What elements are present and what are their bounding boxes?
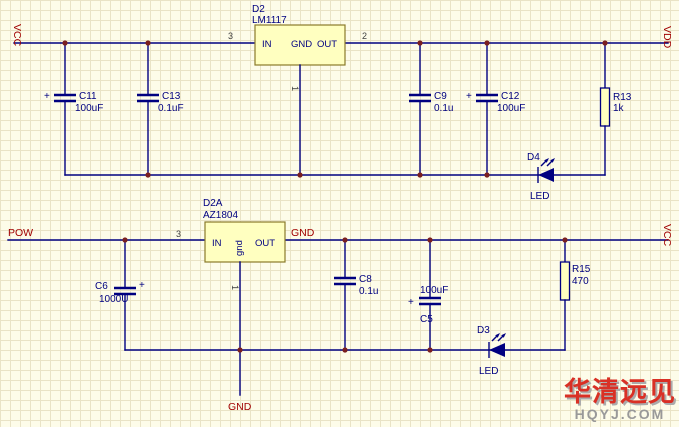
cap-ref: C5 xyxy=(420,314,433,325)
pin-name-in: IN xyxy=(262,39,272,50)
led-symbol[interactable] xyxy=(537,157,556,184)
part-ref: D2A xyxy=(203,198,223,209)
pin-name-gnd: GND xyxy=(291,39,312,50)
pin-number-3: 3 xyxy=(176,229,181,239)
pin-name-in: IN xyxy=(212,238,222,249)
led-d4[interactable]: D4 LED xyxy=(527,152,556,202)
part-name: LM1117 xyxy=(252,15,287,26)
resistor-r13[interactable]: R13 1k xyxy=(599,42,632,176)
power-port-vdd[interactable]: VDD xyxy=(661,26,673,49)
part-body[interactable] xyxy=(204,221,286,263)
cap-c13[interactable]: C13 0.1uF xyxy=(137,42,184,176)
pin-number-3: 3 xyxy=(228,31,233,41)
cap-ref: C8 xyxy=(359,274,372,285)
pin-number-2: 2 xyxy=(362,31,367,41)
junction-dot xyxy=(427,347,433,353)
resistor-value: 470 xyxy=(572,276,589,287)
junction-dot xyxy=(417,172,423,178)
resistor-ref: R15 xyxy=(572,264,591,275)
cap-value: 100uF xyxy=(420,285,448,296)
cap-c8[interactable]: C8 0.1u xyxy=(334,239,378,351)
cap-c6[interactable]: C6 + 1000U xyxy=(95,239,145,351)
led-d3[interactable]: D3 LED xyxy=(477,325,507,377)
led-label: LED xyxy=(479,366,498,377)
junction-dot xyxy=(562,237,568,243)
junction-dot xyxy=(427,237,433,243)
power-port-gnd-bottom[interactable]: GND xyxy=(228,401,252,413)
cap-value: 100uF xyxy=(75,103,103,114)
cap-polarity: + xyxy=(408,297,414,308)
cap-c12[interactable]: + C12 100uF xyxy=(466,42,525,176)
junction-dot xyxy=(417,40,423,46)
pin-name-out: OUT xyxy=(317,39,337,50)
cap-c5[interactable]: 100uF + C5 xyxy=(408,239,448,351)
cap-c11[interactable]: + C11 100uF xyxy=(44,42,103,176)
part-ref: D2 xyxy=(252,4,265,15)
junction-dot xyxy=(122,237,128,243)
watermark: 华清远见 HQYJ.COM xyxy=(564,376,676,423)
part-body[interactable] xyxy=(254,24,346,66)
cap-ref: C9 xyxy=(434,91,447,102)
cap-value: 0.1u xyxy=(434,103,453,114)
pin-number-1: 1 xyxy=(290,86,300,91)
bottom-regulator-circuit: POW VCC GND GND C6 + 1000U D2A AZ1804 IN… xyxy=(7,198,673,413)
resistor-r15[interactable]: R15 470 xyxy=(559,239,591,351)
junction-dot xyxy=(484,172,490,178)
power-port-vcc-left[interactable]: VCC xyxy=(11,24,23,47)
cap-polarity: + xyxy=(44,91,50,102)
watermark-chinese-text: 华清远见 xyxy=(564,376,676,408)
junction-dot xyxy=(602,40,608,46)
junction-dot xyxy=(342,237,348,243)
pin-number-1: 1 xyxy=(230,285,240,290)
junction-dot xyxy=(297,172,303,178)
junction-dot xyxy=(145,40,151,46)
cap-polarity: + xyxy=(466,91,472,102)
cap-ref: C13 xyxy=(162,91,181,102)
regulator-d2[interactable]: D2 LM1117 IN GND OUT 3 2 1 xyxy=(228,4,367,176)
cap-ref: C11 xyxy=(79,91,97,102)
cap-ref: C6 xyxy=(95,281,108,292)
cap-value: 0.1u xyxy=(359,286,378,297)
pin-name-gnd: gnd xyxy=(234,240,245,256)
led-label: LED xyxy=(530,191,549,202)
cap-value: 0.1uF xyxy=(158,103,184,114)
cap-ref: C12 xyxy=(501,91,520,102)
part-name: AZ1804 xyxy=(203,210,238,221)
power-port-pow[interactable]: POW xyxy=(8,227,33,239)
cap-c9[interactable]: C9 0.1u xyxy=(409,42,453,176)
resistor-body[interactable] xyxy=(559,261,571,301)
resistor-ref: R13 xyxy=(613,92,632,103)
resistor-value: 1k xyxy=(613,103,625,114)
junction-dot xyxy=(342,347,348,353)
led-ref: D4 xyxy=(527,152,540,163)
cap-value: 100uF xyxy=(497,103,525,114)
junction-dot xyxy=(237,347,243,353)
resistor-body[interactable] xyxy=(599,87,611,127)
top-regulator-circuit: VCC VDD + C11 100uF C13 0.1uF D2 LM1117 … xyxy=(11,4,673,202)
regulator-d2a[interactable]: D2A AZ1804 IN gnd OUT 3 1 xyxy=(176,198,286,396)
led-symbol[interactable] xyxy=(488,332,507,359)
junction-dot xyxy=(145,172,151,178)
watermark-url-text: HQYJ.COM xyxy=(574,406,666,423)
junction-dot xyxy=(62,40,68,46)
net-label-gnd-mid[interactable]: GND xyxy=(291,227,315,239)
led-ref: D3 xyxy=(477,325,490,336)
cap-value: 1000U xyxy=(99,294,128,305)
junction-dot xyxy=(484,40,490,46)
power-port-vcc-right[interactable]: VCC xyxy=(661,224,673,247)
cap-polarity: + xyxy=(139,280,145,291)
pin-name-out: OUT xyxy=(255,238,275,249)
